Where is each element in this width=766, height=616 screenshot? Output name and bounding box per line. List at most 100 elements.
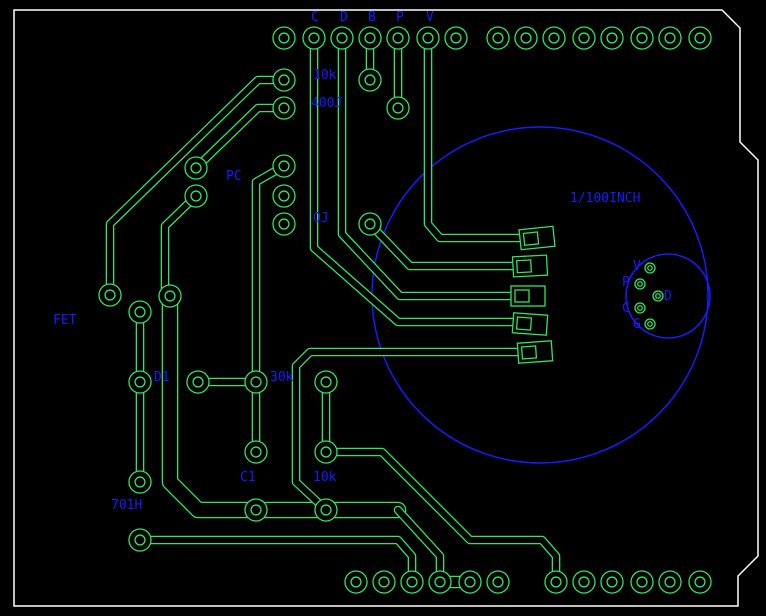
pad-ring — [184, 184, 208, 208]
bottom-header-pad — [544, 570, 568, 594]
header-pad — [688, 26, 712, 50]
pad-ring — [314, 440, 338, 464]
smd-pad — [516, 340, 554, 364]
pad-hole — [655, 293, 661, 299]
trace-bus-wide — [161, 287, 407, 519]
pad-ring — [128, 528, 152, 552]
label-oj: OJ — [313, 211, 329, 226]
pad-ring — [302, 26, 326, 50]
trace-lower — [291, 347, 540, 515]
bottom-header-pad — [572, 570, 596, 594]
smd-outer — [511, 254, 549, 278]
pad-hole — [278, 160, 290, 172]
pad-hole — [647, 321, 653, 327]
component-pad — [184, 184, 208, 208]
pad-hole — [364, 218, 376, 230]
pad-ring — [630, 570, 654, 594]
pad-ring — [128, 300, 152, 324]
pad-hole — [664, 576, 676, 588]
pad-ring — [386, 26, 410, 50]
header-pad — [330, 26, 354, 50]
component-pad — [314, 440, 338, 464]
trace-oj — [365, 219, 535, 271]
pad-ring — [272, 212, 296, 236]
pad-ring — [688, 570, 712, 594]
pad-hole — [278, 74, 290, 86]
pad-ring — [600, 570, 624, 594]
pad-ring — [428, 570, 452, 594]
label-10k-bottom: 10k — [313, 470, 337, 485]
pad-ring — [644, 262, 656, 274]
pad-ring — [358, 212, 382, 236]
trace-left-bottom — [135, 535, 417, 587]
header-pad — [416, 26, 440, 50]
pad-hole — [636, 576, 648, 588]
smd-pad — [510, 285, 546, 307]
pad-ring — [244, 498, 268, 522]
trace-core — [162, 193, 199, 299]
trace-10k-bottom — [321, 447, 561, 587]
small-circle-pad — [634, 278, 646, 290]
header-pad — [658, 26, 682, 50]
pad-hole — [104, 289, 116, 301]
bottom-header-pad — [372, 570, 396, 594]
pad-ring — [272, 26, 296, 50]
component-pad — [244, 370, 268, 394]
pads — [98, 26, 712, 594]
pad-ring — [358, 26, 382, 50]
pad-hole — [450, 32, 462, 44]
board-outline — [13, 9, 759, 607]
pad-ring — [98, 283, 122, 307]
pad-hole — [694, 576, 706, 588]
component-pad — [186, 370, 210, 394]
pad-hole — [364, 32, 376, 44]
component-pad — [128, 528, 152, 552]
pad-ring — [644, 318, 656, 330]
pad-hole — [694, 32, 706, 44]
header-pad — [630, 26, 654, 50]
pad-ring — [386, 96, 410, 120]
pad-ring — [634, 278, 646, 290]
bottom-header-pad — [400, 570, 424, 594]
pad-ring — [658, 26, 682, 50]
pad-hole — [250, 376, 262, 388]
label-fet: FET — [53, 313, 77, 328]
component-pad — [386, 96, 410, 120]
component-pad — [314, 370, 338, 394]
pad-ring — [634, 302, 646, 314]
pad-hole — [164, 290, 176, 302]
trace-c-header — [309, 33, 540, 327]
pad-ring — [572, 26, 596, 50]
pad-ring — [186, 370, 210, 394]
pad-hole — [392, 32, 404, 44]
component-pad — [272, 68, 296, 92]
header-pad — [572, 26, 596, 50]
header-pad — [486, 26, 510, 50]
pad-hole — [606, 576, 618, 588]
pin-label-c: C — [622, 301, 630, 316]
pad-ring — [572, 570, 596, 594]
pin-label-p: P — [622, 275, 630, 290]
label-pc: PC — [226, 169, 242, 184]
bottom-header-pad — [658, 570, 682, 594]
header-label-c: C — [311, 10, 319, 25]
pad-hole — [492, 32, 504, 44]
pad-hole — [134, 534, 146, 546]
smd-inner — [522, 231, 540, 247]
pad-hole — [647, 265, 653, 271]
pin-label-d: D — [664, 289, 672, 304]
pad-hole — [320, 446, 332, 458]
pad-hole — [606, 32, 618, 44]
pad-hole — [320, 376, 332, 388]
pad-ring — [314, 498, 338, 522]
component-pad — [128, 300, 152, 324]
smd-pad — [518, 225, 556, 251]
label-10k-top: 10k — [313, 68, 337, 83]
trace-core — [137, 537, 415, 585]
pad-ring — [244, 370, 268, 394]
component-pad — [314, 498, 338, 522]
pad-hole — [578, 576, 590, 588]
pad-hole — [520, 32, 532, 44]
pad-hole — [378, 576, 390, 588]
